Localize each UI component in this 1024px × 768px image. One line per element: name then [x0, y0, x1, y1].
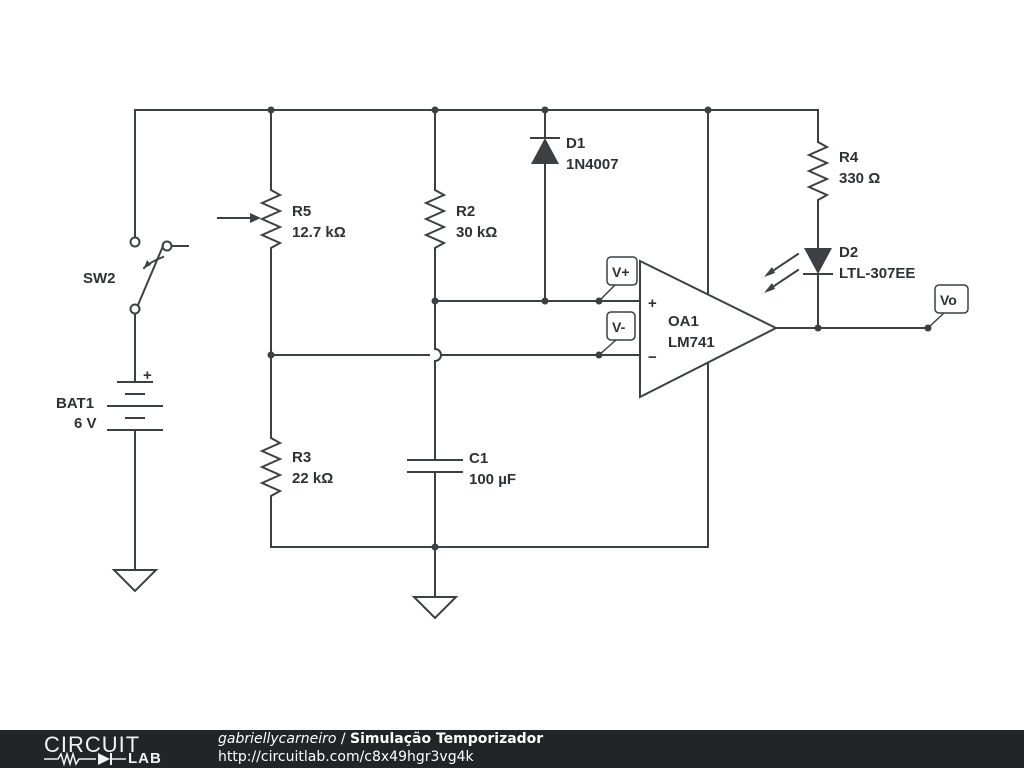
led-d2[interactable]: [764, 248, 833, 293]
resistor-r2[interactable]: [423, 185, 447, 253]
ground-symbol-center: [411, 596, 459, 620]
battery-plus-sign: +: [143, 367, 152, 384]
r4-value: 330 Ω: [839, 170, 880, 187]
r5-label: R5: [292, 203, 311, 220]
r3-label: R3: [292, 449, 311, 466]
probe-vo-label: Vo: [940, 292, 957, 308]
probe-vminus[interactable]: V-: [598, 311, 636, 356]
r5-wiper-arrow: [250, 213, 261, 223]
footer-bar: CIRCUIT LAB gabriellycarneiro / Simulaçã…: [0, 730, 1024, 768]
ground-symbol-left: [111, 569, 159, 593]
schematic-credit: gabriellycarneiro / Simulação Temporizad…: [218, 731, 543, 747]
circuitlab-logo-lab: LAB: [128, 750, 162, 767]
oa1-label: OA1: [668, 313, 699, 330]
probe-vplus-label: V+: [612, 264, 630, 280]
d2-label: D2: [839, 244, 858, 261]
schematic-title[interactable]: Simulação Temporizador: [350, 731, 544, 747]
resistor-r4[interactable]: [806, 137, 830, 205]
r2-label: R2: [456, 203, 475, 220]
opamp-minus-pin: −: [648, 349, 657, 366]
battery-bat1: +: [107, 367, 163, 431]
oa1-value: LM741: [668, 334, 715, 351]
r5-value: 12.7 kΩ: [292, 224, 346, 241]
circuitlab-logo-icon: [44, 751, 126, 767]
probe-vminus-label: V-: [612, 319, 626, 335]
d1-label: D1: [566, 135, 585, 152]
capacitor-c1[interactable]: [407, 459, 463, 473]
c1-label: C1: [469, 450, 488, 467]
r3-value: 22 kΩ: [292, 470, 333, 487]
opamp-oa1[interactable]: [639, 259, 779, 399]
r3-bottom-wire: [270, 500, 709, 548]
r4-label: R4: [839, 149, 859, 166]
resistor-r3[interactable]: [259, 433, 283, 501]
probe-vo[interactable]: Vo: [927, 284, 969, 329]
circuit-schematic: SW2 + BAT1 6 V R5 12.7 kΩ R3 22 kΩ R2 30…: [56, 106, 969, 620]
bat1-value: 6 V: [74, 415, 97, 432]
switch-sw2[interactable]: [129, 236, 189, 315]
d2-value: LTL-307EE: [839, 265, 915, 282]
c1-value: 100 µF: [469, 471, 516, 488]
schematic-url[interactable]: http://circuitlab.com/c8x49hgr3vg4k: [218, 749, 474, 765]
circuitlab-logo-text[interactable]: CIRCUIT: [44, 732, 141, 757]
bat1-label: BAT1: [56, 395, 94, 412]
author-username[interactable]: gabriellycarneiro: [218, 731, 337, 747]
r2-value: 30 kΩ: [456, 224, 497, 241]
diode-d1[interactable]: [530, 137, 560, 164]
credit-separator: /: [336, 731, 351, 747]
d1-value: 1N4007: [566, 156, 619, 173]
opamp-plus-pin: +: [648, 295, 657, 312]
sw2-label: SW2: [83, 270, 116, 287]
probe-vplus[interactable]: V+: [598, 256, 638, 302]
resistor-r5[interactable]: [259, 185, 283, 253]
